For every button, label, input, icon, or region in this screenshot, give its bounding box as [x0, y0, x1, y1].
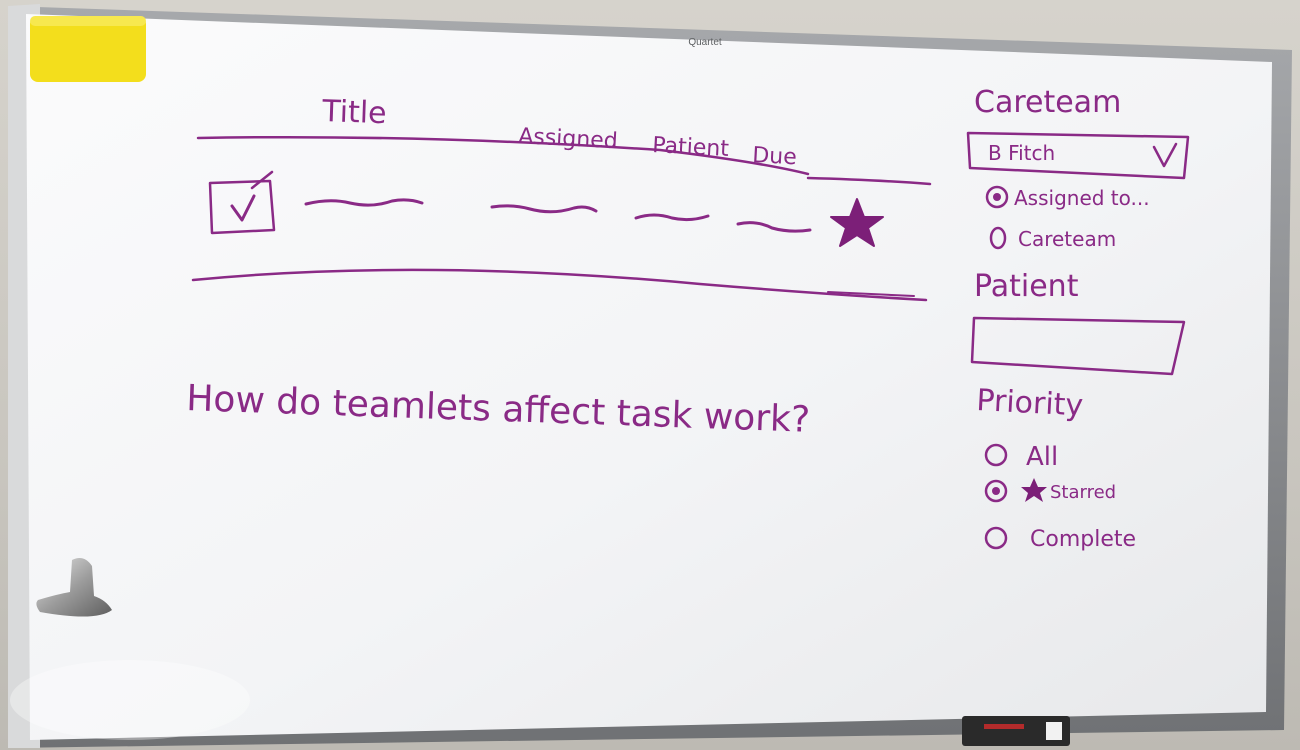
radio-unselected-icon: [984, 526, 1008, 550]
assign-option-label: Assigned to...: [1014, 186, 1150, 210]
radio-dot-icon: [993, 193, 1001, 201]
priority-option-label: All: [1026, 442, 1058, 472]
marker-box: [962, 716, 1070, 746]
row-title-squiggle: [304, 198, 424, 207]
priority-label: Priority: [976, 383, 1084, 424]
careteam-dropdown: [966, 131, 1190, 180]
patient-input: [970, 316, 1186, 376]
header-line: [196, 135, 810, 176]
priority-option-label: Complete: [1030, 527, 1136, 552]
board-clip: [36, 558, 112, 617]
priority-option-label: Starred: [1050, 482, 1116, 503]
careteam-label: Careteam: [974, 85, 1121, 120]
radio-selected-icon: [984, 479, 1008, 503]
radio-unselected-icon: [984, 443, 1008, 467]
column-title: Title: [321, 94, 387, 131]
board-surface: [26, 14, 1272, 740]
star-icon: [830, 198, 884, 247]
glare: [10, 660, 250, 740]
row-due-squiggle: [736, 221, 812, 233]
radio-unselected-icon: [989, 226, 1007, 250]
filter-panel-sketch: Careteam B Fitch Assigned to... Careteam…: [966, 85, 1190, 552]
patient-label: Patient: [974, 269, 1079, 304]
careteam-dropdown-value: B Fitch: [988, 141, 1055, 165]
radio-dot-icon: [992, 487, 1000, 495]
priority-option-complete: Complete: [984, 526, 1136, 552]
row-bottom-line-2: [827, 291, 915, 297]
star-icon: [1021, 478, 1047, 502]
chevron-down-icon: [1152, 142, 1178, 168]
row-checkbox: [208, 170, 276, 235]
column-assigned: Assigned: [518, 124, 619, 154]
task-table-sketch: Title Assigned Patient Due: [191, 94, 932, 302]
row-patient-squiggle: [634, 213, 710, 222]
row-bottom-line: [191, 268, 928, 302]
row-assigned-squiggle: [490, 204, 598, 214]
brand-label: Quartet: [688, 37, 722, 48]
priority-option-starred: Starred: [984, 478, 1116, 503]
eraser: [30, 16, 146, 82]
radio-selected-icon: [985, 185, 1009, 209]
assign-option-label: Careteam: [1018, 227, 1116, 251]
assign-option-careteam: Careteam: [989, 226, 1116, 251]
header-line-right: [806, 176, 932, 186]
priority-option-all: All: [984, 442, 1058, 472]
assign-option-assigned: Assigned to...: [985, 185, 1150, 210]
